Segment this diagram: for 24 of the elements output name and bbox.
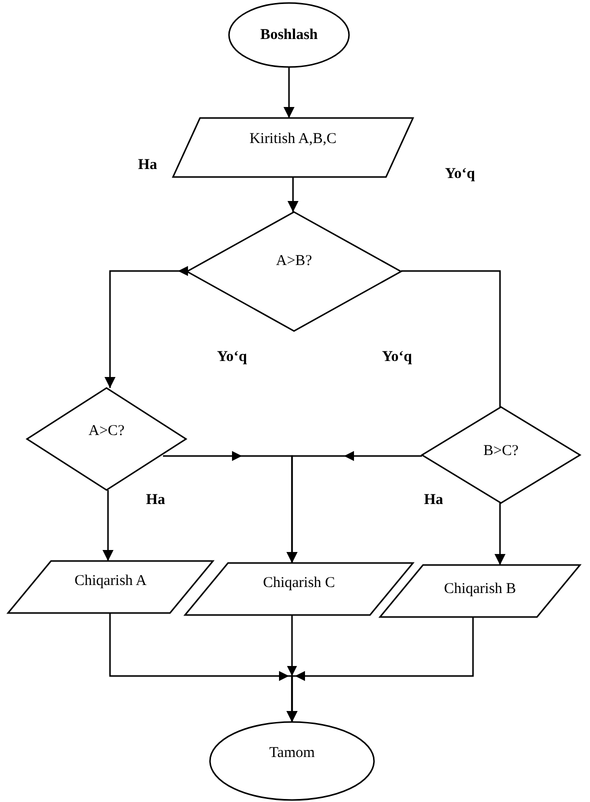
terminal-ellipse	[229, 3, 349, 67]
branch-label: Ha	[424, 492, 444, 509]
node-text: Tamom	[269, 744, 315, 762]
node-text: A>B?	[276, 253, 312, 270]
node-text: Chiqarish C	[262, 574, 336, 592]
node-text: Boshlash	[260, 26, 318, 44]
node-text: B>C?	[483, 442, 519, 460]
branch-label: Ha	[146, 492, 166, 509]
terminal-ellipse	[210, 722, 374, 800]
branch-label: Yo‘q	[445, 166, 476, 183]
node-text: A>C?	[88, 422, 124, 440]
node-text: Chiqarish B	[444, 580, 516, 598]
branch-label: Yo‘q	[217, 349, 248, 366]
decision-diamond	[187, 212, 401, 331]
io-parallelogram	[185, 563, 413, 615]
node-text: Kiritish A,B,C	[249, 131, 337, 148]
io-parallelogram	[380, 565, 580, 617]
node-text: Chiqarish A	[74, 572, 147, 590]
branch-label: Ha	[138, 157, 158, 174]
io-parallelogram	[173, 118, 413, 177]
decision-diamond	[422, 407, 580, 503]
decision-diamond	[27, 388, 186, 490]
io-parallelogram	[8, 561, 213, 613]
branch-label: Yo‘q	[382, 349, 412, 366]
